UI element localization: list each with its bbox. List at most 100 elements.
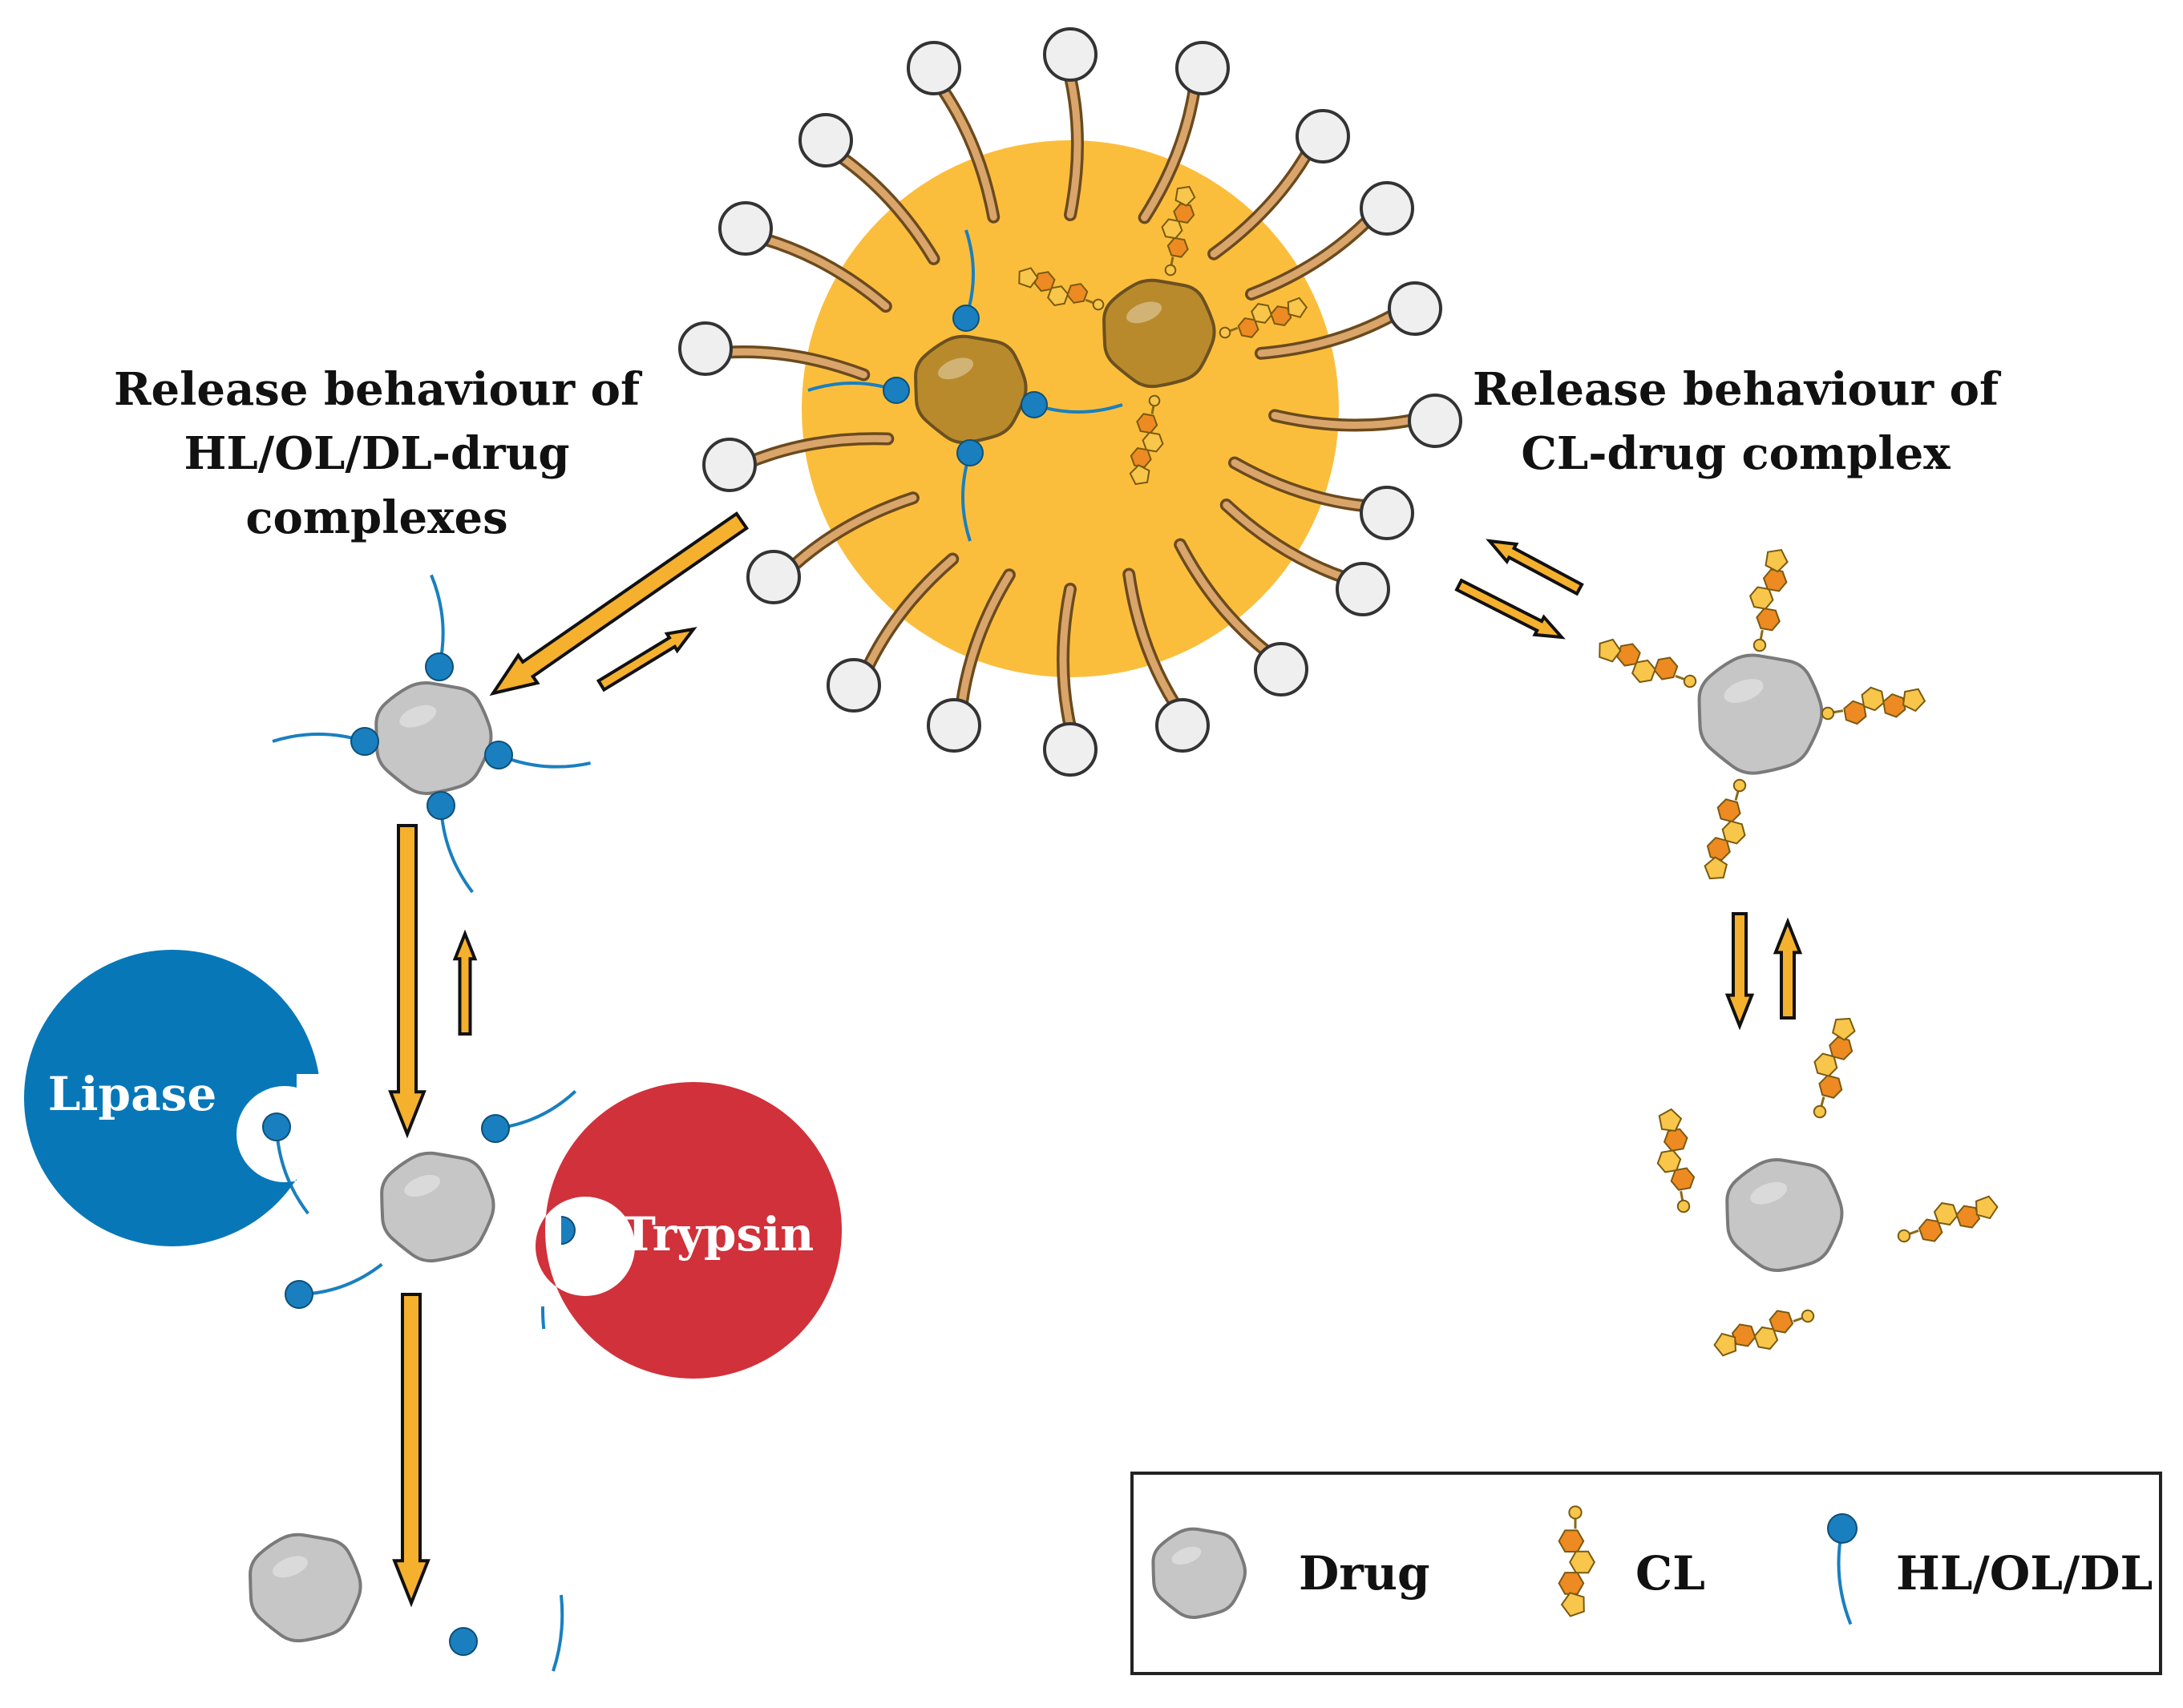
drug-particle bbox=[376, 683, 491, 793]
cl-ring bbox=[1702, 855, 1728, 882]
surfactant-head bbox=[1157, 700, 1208, 751]
surfactant-head bbox=[1361, 487, 1413, 539]
cl-ring bbox=[1832, 1016, 1858, 1042]
legend-hl-label: HL/OL/DL bbox=[1896, 1546, 2153, 1601]
cl-anchor bbox=[1683, 674, 1697, 688]
cl-molecule bbox=[1741, 546, 1792, 653]
arrow-shape bbox=[1454, 576, 1566, 646]
arrow-shape bbox=[1776, 922, 1800, 1018]
surfactant-head bbox=[1389, 283, 1441, 334]
surfactant-head bbox=[928, 700, 980, 751]
lipid-head bbox=[427, 792, 455, 819]
arrow-shape bbox=[390, 826, 424, 1134]
surfactant-head bbox=[1337, 563, 1389, 615]
arrow-shape bbox=[394, 1294, 428, 1603]
surfactant-head bbox=[800, 115, 851, 166]
cl-anchor bbox=[1821, 707, 1835, 721]
hl-lipid bbox=[482, 1092, 576, 1142]
drug-in-micelle-right bbox=[1104, 281, 1214, 386]
free-lipid-tail bbox=[553, 1595, 562, 1671]
cl-anchor bbox=[1569, 1506, 1581, 1518]
cl-anchor bbox=[1732, 778, 1747, 793]
cl-anchor bbox=[1677, 1200, 1691, 1213]
legend-drug-label: Drug bbox=[1299, 1546, 1430, 1601]
surfactant-head bbox=[1297, 111, 1348, 162]
surfactant-head bbox=[748, 551, 799, 603]
left-title-line-3: complexes bbox=[245, 491, 507, 544]
arrow-down-to-enzymes bbox=[390, 826, 424, 1134]
lipid-head bbox=[1021, 392, 1047, 418]
surfactant-head bbox=[680, 323, 731, 374]
arrow-shape bbox=[596, 620, 699, 693]
cl-anchor bbox=[1801, 1309, 1815, 1323]
arrow-shape bbox=[1728, 914, 1752, 1026]
cl-molecule bbox=[1819, 679, 1926, 729]
surfactant-head bbox=[828, 660, 879, 711]
drug-body bbox=[382, 1153, 493, 1261]
lipid-head bbox=[957, 440, 983, 466]
lipid-head bbox=[285, 1281, 313, 1308]
right-title-line-2: CL-drug complex bbox=[1521, 427, 1951, 480]
cl-ring bbox=[1817, 1074, 1844, 1100]
arrow-left-complex-to-micelle bbox=[596, 620, 699, 693]
surfactant-head bbox=[1255, 644, 1307, 695]
lipid-head bbox=[485, 741, 512, 769]
cl-molecule bbox=[1801, 1013, 1860, 1121]
surfactant-head bbox=[1361, 183, 1413, 234]
drug-icon bbox=[1153, 1529, 1245, 1617]
drug-body bbox=[1153, 1529, 1245, 1617]
cl-ring bbox=[1765, 547, 1789, 573]
surfactant-head bbox=[720, 203, 771, 254]
trypsin-label: Trypsin bbox=[621, 1207, 815, 1262]
arrow-up-to-complex bbox=[455, 934, 475, 1034]
cl-anchor bbox=[1149, 395, 1161, 407]
drug-body bbox=[1727, 1160, 1841, 1270]
arrow-micelle-to-right-complex bbox=[1454, 576, 1566, 646]
lipid-head bbox=[263, 1113, 290, 1141]
drug-body bbox=[1104, 281, 1214, 386]
hl-lipid bbox=[450, 1628, 477, 1655]
arrow-shape bbox=[1485, 532, 1584, 598]
drug-in-micelle-left bbox=[916, 337, 1025, 442]
drug-particle bbox=[382, 1153, 493, 1261]
cl-anchor bbox=[1753, 639, 1767, 652]
surfactant-head bbox=[908, 42, 960, 94]
legend-cl-label: CL bbox=[1635, 1546, 1705, 1601]
cl-molecule bbox=[1711, 1299, 1819, 1366]
lipase-bite-opening bbox=[297, 1074, 337, 1194]
lipase-label: Lipase bbox=[48, 1067, 217, 1121]
lipid-head bbox=[953, 305, 979, 331]
micelle bbox=[680, 29, 1461, 775]
cl-anchor bbox=[1897, 1229, 1911, 1243]
legend: Drug CL HL/OL/DL bbox=[1132, 1473, 2161, 1674]
drug-body bbox=[1700, 655, 1822, 773]
cl-anchor bbox=[1813, 1104, 1827, 1119]
arrow-cl-up bbox=[1776, 922, 1800, 1018]
cl-anchor bbox=[1165, 264, 1177, 277]
surfactant-head bbox=[1409, 395, 1461, 446]
cl-ring bbox=[1559, 1530, 1584, 1552]
hl-lipid bbox=[427, 792, 472, 892]
lipid-head bbox=[482, 1115, 509, 1142]
arrow-cl-down bbox=[1728, 914, 1752, 1026]
drug-particle bbox=[1727, 1160, 1841, 1270]
surfactant-head bbox=[704, 439, 755, 491]
cl-molecule bbox=[1893, 1185, 2001, 1252]
left-title-line-1: Release behaviour of bbox=[114, 363, 643, 416]
hl-lipid bbox=[273, 728, 378, 755]
drug-body bbox=[376, 683, 491, 793]
drug-particle bbox=[250, 1535, 360, 1641]
arrow-down-to-free-drug bbox=[394, 1294, 428, 1603]
drug-particle bbox=[1700, 655, 1822, 773]
lipase-enzyme: Lipase bbox=[24, 950, 333, 1246]
cl-ring bbox=[1570, 1552, 1595, 1573]
lipid-head bbox=[1828, 1514, 1857, 1543]
cl-molecule bbox=[1649, 1108, 1700, 1215]
cl-ring bbox=[1755, 608, 1781, 632]
lipid-head bbox=[426, 653, 453, 680]
trypsin-enzyme: Trypsin bbox=[536, 1082, 842, 1379]
cl-ring bbox=[1716, 797, 1743, 823]
surfactant-head bbox=[1045, 29, 1096, 80]
